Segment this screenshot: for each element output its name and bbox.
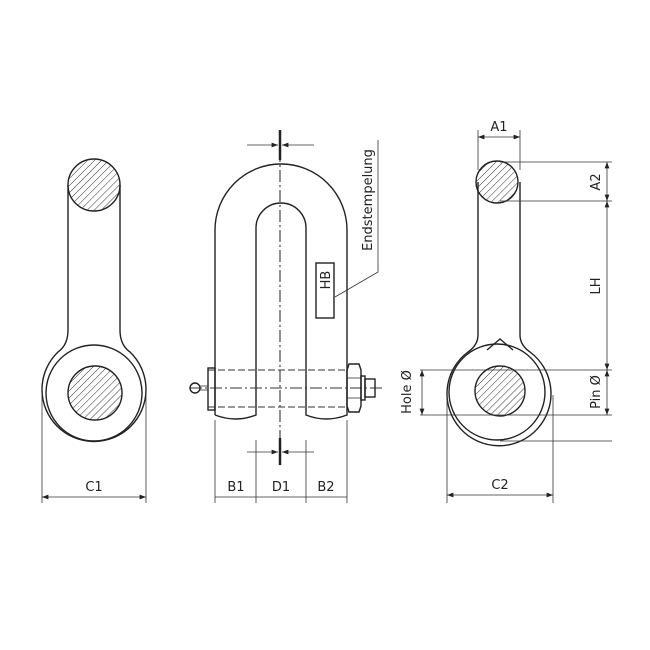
label-b1: B1 <box>227 480 244 495</box>
label-d1: D1 <box>272 480 290 495</box>
cross-section-top <box>475 160 519 204</box>
front-view: HB Endstempelung B1 D1 B2 <box>189 130 385 503</box>
label-pin-diameter: Pin Ø <box>589 375 604 409</box>
nut <box>346 363 362 413</box>
label-hole-diameter: Hole Ø <box>400 370 415 414</box>
label-endstempelung: Endstempelung <box>361 149 376 251</box>
pin-cross-section <box>67 365 123 421</box>
label-a1: A1 <box>490 120 507 135</box>
side-view-left: C1 <box>41 158 147 503</box>
label-c2: C2 <box>491 478 508 493</box>
cross-section-top <box>67 158 121 212</box>
label-c1: C1 <box>85 480 102 495</box>
eye-bolt <box>189 382 201 394</box>
label-hb: HB <box>319 271 334 290</box>
label-a2: A2 <box>589 173 604 190</box>
side-view-right: A1 A2 LH Pin Ø Hole Ø C2 <box>400 120 612 503</box>
label-lh: LH <box>589 277 604 294</box>
label-b2: B2 <box>317 480 334 495</box>
pin-cross-section <box>474 365 526 417</box>
hb-stamp-box <box>315 262 335 319</box>
